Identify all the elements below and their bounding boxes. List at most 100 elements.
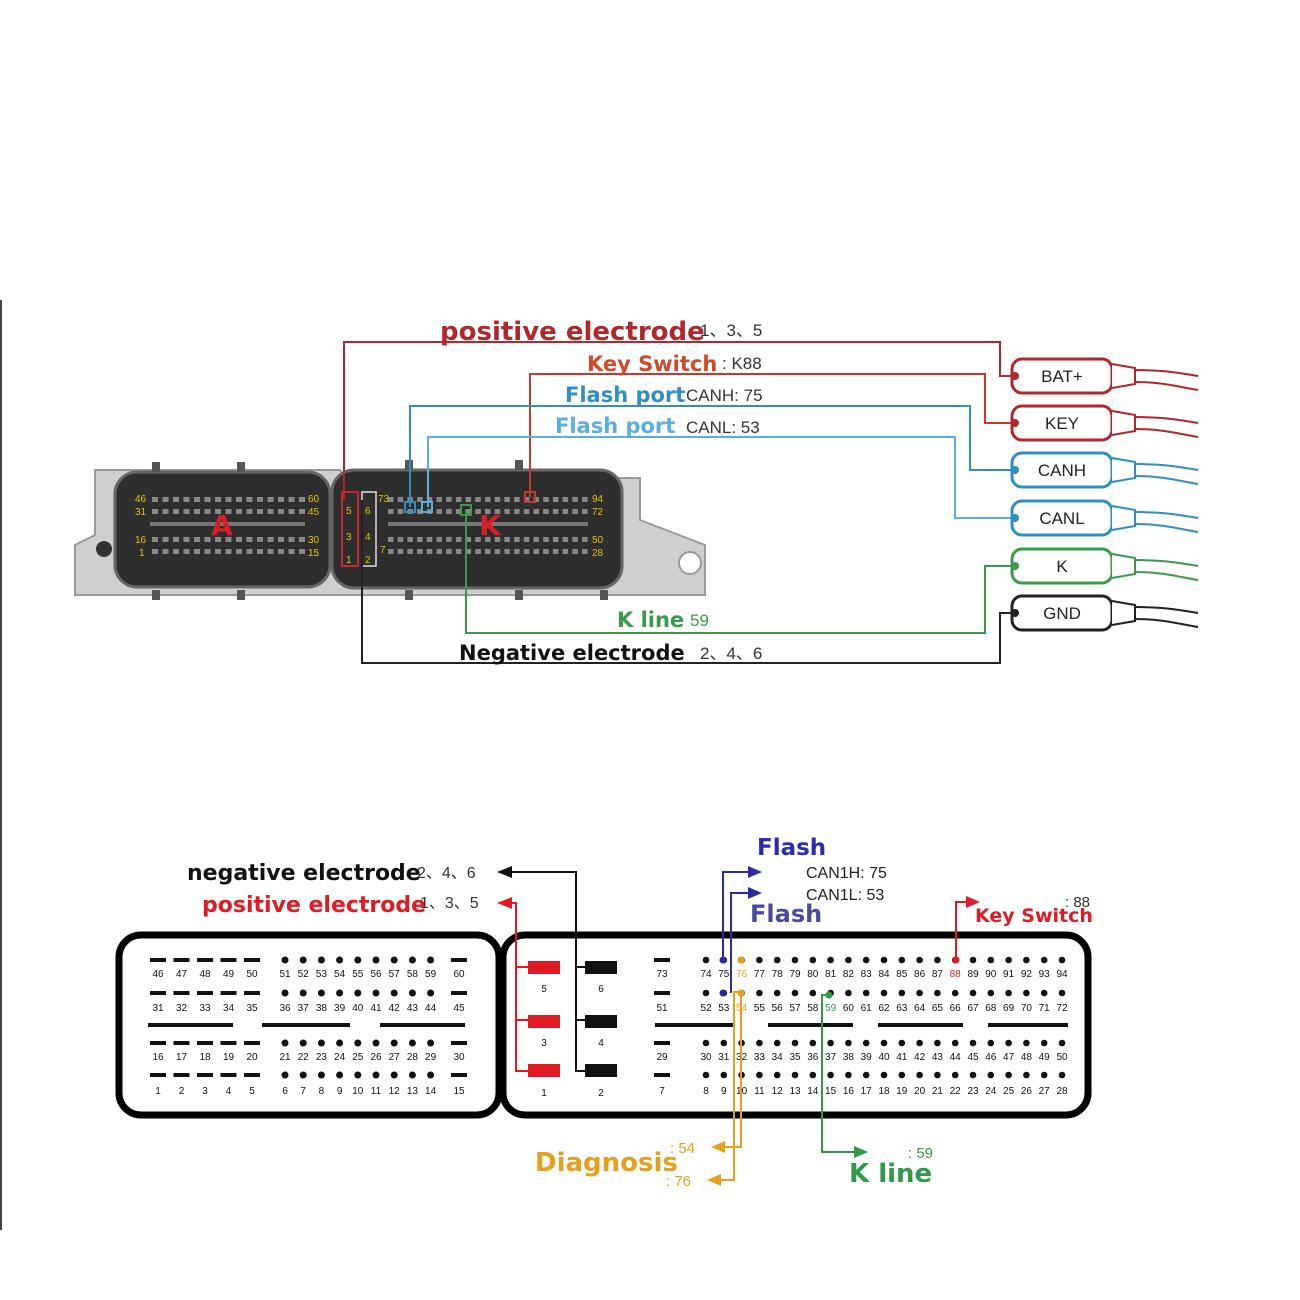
pin-dot: [552, 549, 559, 554]
pin-mark: [317, 1071, 325, 1079]
pin-label: 3: [541, 1038, 547, 1049]
pin-dot: [572, 549, 578, 554]
wire-key: [529, 373, 1015, 497]
pin-label: 41: [896, 1052, 908, 1063]
pin-dot: [446, 509, 452, 514]
pin-mark: [702, 1071, 710, 1079]
pin-dot: [475, 549, 481, 554]
pin-mark: [372, 989, 380, 997]
pin-label: 1: [541, 1088, 547, 1099]
pin-dot: [562, 497, 569, 502]
label-negative-electrode-bottom: negative electrode: [187, 861, 421, 886]
mount-hole-icon: [96, 541, 112, 557]
pin-label: 13: [407, 1086, 419, 1097]
pin-dot: [299, 509, 305, 514]
pin-mark: [756, 956, 763, 964]
pin-label: 60: [453, 969, 465, 980]
arrow-icon: [748, 887, 762, 899]
pin-dot: [455, 549, 462, 554]
pin-label: 92: [1021, 969, 1033, 980]
pin-label: 54: [334, 969, 346, 980]
pin-label: 72: [1056, 1003, 1068, 1014]
pin-mark: [354, 1039, 362, 1047]
pin-label: 50: [592, 535, 604, 546]
pin-dot: [215, 497, 221, 502]
pin-label: 12: [772, 1086, 784, 1097]
pin-dot: [194, 509, 200, 514]
pin-mark: [427, 1039, 435, 1047]
pin-label: 55: [754, 1003, 766, 1014]
pin-mark: [336, 956, 344, 964]
pin-label: 39: [861, 1052, 873, 1063]
pin-mark: [934, 989, 941, 997]
pin-dot: [543, 549, 549, 554]
pin-dot: [246, 537, 253, 542]
pin-mark: [898, 1071, 906, 1079]
pin-label: 57: [389, 969, 401, 980]
pin-mark: [244, 1073, 260, 1077]
pin-dot: [225, 509, 232, 514]
arrow-icon: [854, 1146, 868, 1158]
pin-mark: [898, 956, 906, 964]
pin-label: 49: [1039, 1052, 1051, 1063]
pin-dot: [299, 497, 305, 502]
pin-label: 78: [772, 969, 784, 980]
pin-label: 85: [896, 969, 908, 980]
pin-dot: [278, 509, 284, 514]
pin-mark: [809, 956, 817, 964]
pin-mark: [720, 1071, 728, 1079]
pin-mark: [1005, 1071, 1012, 1079]
pin-label: 3: [346, 532, 352, 543]
pin-mark: [1023, 1071, 1030, 1079]
pin-dot: [504, 537, 510, 542]
pin-label: 75: [718, 969, 730, 980]
pin-label: 46: [152, 969, 164, 980]
pin-dot: [514, 549, 520, 554]
pin-marker-icon: [404, 501, 416, 513]
power-pin-5: [528, 961, 560, 974]
pin-label: 41: [370, 1003, 382, 1014]
pin-mark: [1058, 1039, 1066, 1047]
pin-mark: [427, 1071, 435, 1079]
wire-canl: [427, 436, 1015, 519]
pin-label: 72: [592, 507, 604, 518]
pin-dot: [475, 497, 481, 502]
pin-dot: [278, 497, 284, 502]
pin-mark: [220, 991, 237, 995]
pin-label: 35: [789, 1052, 801, 1063]
pin-label: 44: [950, 1052, 962, 1063]
pin-label: 17: [861, 1086, 873, 1097]
pin-label: 1: [155, 1086, 161, 1097]
pin-mark: [451, 991, 467, 995]
pin-dot: [204, 549, 211, 554]
pin-label: 50: [246, 969, 258, 980]
pin-mark: [1058, 956, 1066, 964]
pin-dot: [162, 549, 169, 554]
pin-dot: [397, 509, 404, 514]
wire-canh: [409, 405, 1015, 507]
pin-label: 52: [298, 969, 310, 980]
label-flash-top: Flash: [757, 835, 826, 861]
pin-mark: [173, 991, 190, 995]
pin-dot: [183, 537, 190, 542]
pin-mark: [281, 1071, 289, 1079]
pin-dot: [299, 549, 305, 554]
pin-mark: [299, 1039, 307, 1047]
pin-dot: [246, 509, 253, 514]
top-diagram: A K 46 31 16 1 60 45 30 15 73 94 72 50 2…: [0, 300, 1199, 1230]
pin-mark: [654, 1073, 670, 1077]
pin-mark: [372, 1071, 380, 1079]
pin-mark: [1040, 989, 1048, 997]
plug-label: BAT+: [1041, 367, 1083, 386]
pin-mark: [702, 1039, 710, 1047]
pin-dot: [572, 509, 578, 514]
pin-dot: [257, 537, 263, 542]
pin-mark: [408, 989, 416, 997]
pin-marker-icon: [421, 501, 433, 513]
pin-label: 81: [825, 969, 837, 980]
pin-label: 37: [298, 1003, 310, 1014]
pin-dot: [485, 549, 491, 554]
pin-label: 31: [152, 1003, 164, 1014]
